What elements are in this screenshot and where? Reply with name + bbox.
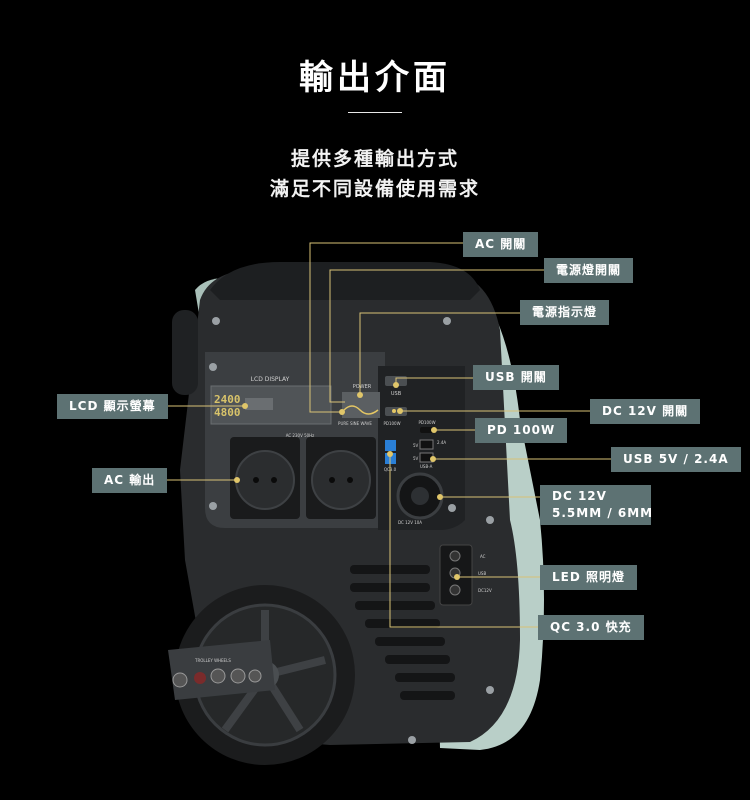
gauge (194, 672, 206, 684)
qc-port-1 (385, 440, 396, 451)
ac-socket-top-right (334, 441, 348, 449)
lcd-digits-bottom: 4800 (214, 406, 241, 419)
power-light-line (343, 405, 379, 415)
lcd-label: LCD DISPLAY (251, 376, 290, 383)
callout-dc-12v-line1: DC 12V (552, 489, 607, 503)
callout-pd-100w: PD 100W (475, 418, 568, 443)
callout-power-light-switch: 電源燈開關 (544, 258, 634, 283)
dc-socket-inner (411, 487, 429, 505)
leader-dot (387, 451, 393, 457)
led-switch-dc (449, 584, 461, 596)
leader-dot (437, 494, 443, 500)
callout-dc-12v: DC 12V 5.5MM / 6MM (540, 485, 654, 525)
v5-label-a: 5V (413, 443, 419, 448)
callout-usb-5v: USB 5V / 2.4A (611, 447, 741, 472)
gauge (210, 668, 226, 684)
callout-ac-output: AC 輸出 (92, 468, 168, 493)
ac-socket-right (311, 450, 371, 510)
leader-dot (430, 456, 436, 462)
callout-power-indicator: 電源指示燈 (520, 300, 610, 325)
leader-dot (431, 427, 437, 433)
top-handle (210, 262, 480, 300)
usba-label: USB-A (420, 464, 433, 469)
screw (448, 504, 456, 512)
pd-label: PD100W (383, 421, 400, 426)
lcd-digits-top: 2400 (214, 393, 241, 406)
trolley-label: TROLLEY WHEELS (194, 658, 231, 663)
pd-port-label: PD100W (418, 420, 435, 425)
ac-pin (253, 477, 259, 483)
ac-pin (271, 477, 277, 483)
ac-pin (329, 477, 335, 483)
power-label: POWER (353, 384, 372, 390)
led-switch-ac (449, 550, 461, 562)
v5-label-b: 5V (413, 456, 419, 461)
leader-dot (234, 477, 240, 483)
title-divider (348, 112, 402, 113)
leader-dot (454, 574, 460, 580)
callout-lcd-display: LCD 顯示螢幕 (57, 394, 168, 419)
lcd-inner (245, 398, 273, 410)
leader-dot (339, 409, 345, 415)
led-ac-label: AC (480, 554, 486, 559)
vent-slots (350, 565, 455, 700)
gauge (230, 668, 246, 684)
screw (443, 317, 451, 325)
screw (209, 502, 217, 510)
led-usb-label: USB (478, 571, 486, 576)
dc-socket-label: DC 12V 10A (398, 520, 422, 525)
subtitle-line-1: 提供多種輸出方式 (290, 148, 459, 170)
dc-switch-led (392, 409, 396, 413)
screw (486, 686, 494, 694)
screw (408, 736, 416, 744)
ac-spec-label: AC 230V 50Hz (286, 433, 315, 438)
leader-dot (397, 408, 403, 414)
page-title: 輸出介面 (299, 58, 451, 98)
led-dc-label: DC12V (478, 588, 492, 593)
leader-lines (165, 242, 611, 628)
screw (209, 363, 217, 371)
usb-a-port-1 (419, 439, 434, 450)
callout-led-light: LED 照明燈 (540, 565, 637, 590)
callout-dc12v-switch: DC 12V 開關 (590, 399, 701, 424)
gauge (172, 672, 188, 688)
callout-ac-switch: AC 開關 (463, 232, 539, 257)
callout-qc-30: QC 3.0 快充 (538, 615, 644, 640)
leader-dot (357, 392, 363, 398)
leader-dot (393, 382, 399, 388)
callout-usb-switch: USB 開關 (473, 365, 559, 390)
a24-label: 2.4A (437, 440, 446, 445)
leader-dot (242, 403, 248, 409)
pd-port (420, 427, 434, 433)
ac-pin (347, 477, 353, 483)
usb-label: USB (391, 391, 402, 397)
ac-socket-top-left (258, 441, 272, 449)
callout-dc-12v-line2: 5.5MM / 6MM (552, 506, 654, 520)
side-grip (172, 310, 198, 395)
screw (486, 516, 494, 524)
screw (212, 317, 220, 325)
gauge (248, 669, 262, 683)
ac-socket-left (235, 450, 295, 510)
subtitle-line-2: 滿足不同設備使用需求 (269, 178, 480, 200)
pure-sine-label: PURE SINE WAVE (338, 421, 372, 426)
